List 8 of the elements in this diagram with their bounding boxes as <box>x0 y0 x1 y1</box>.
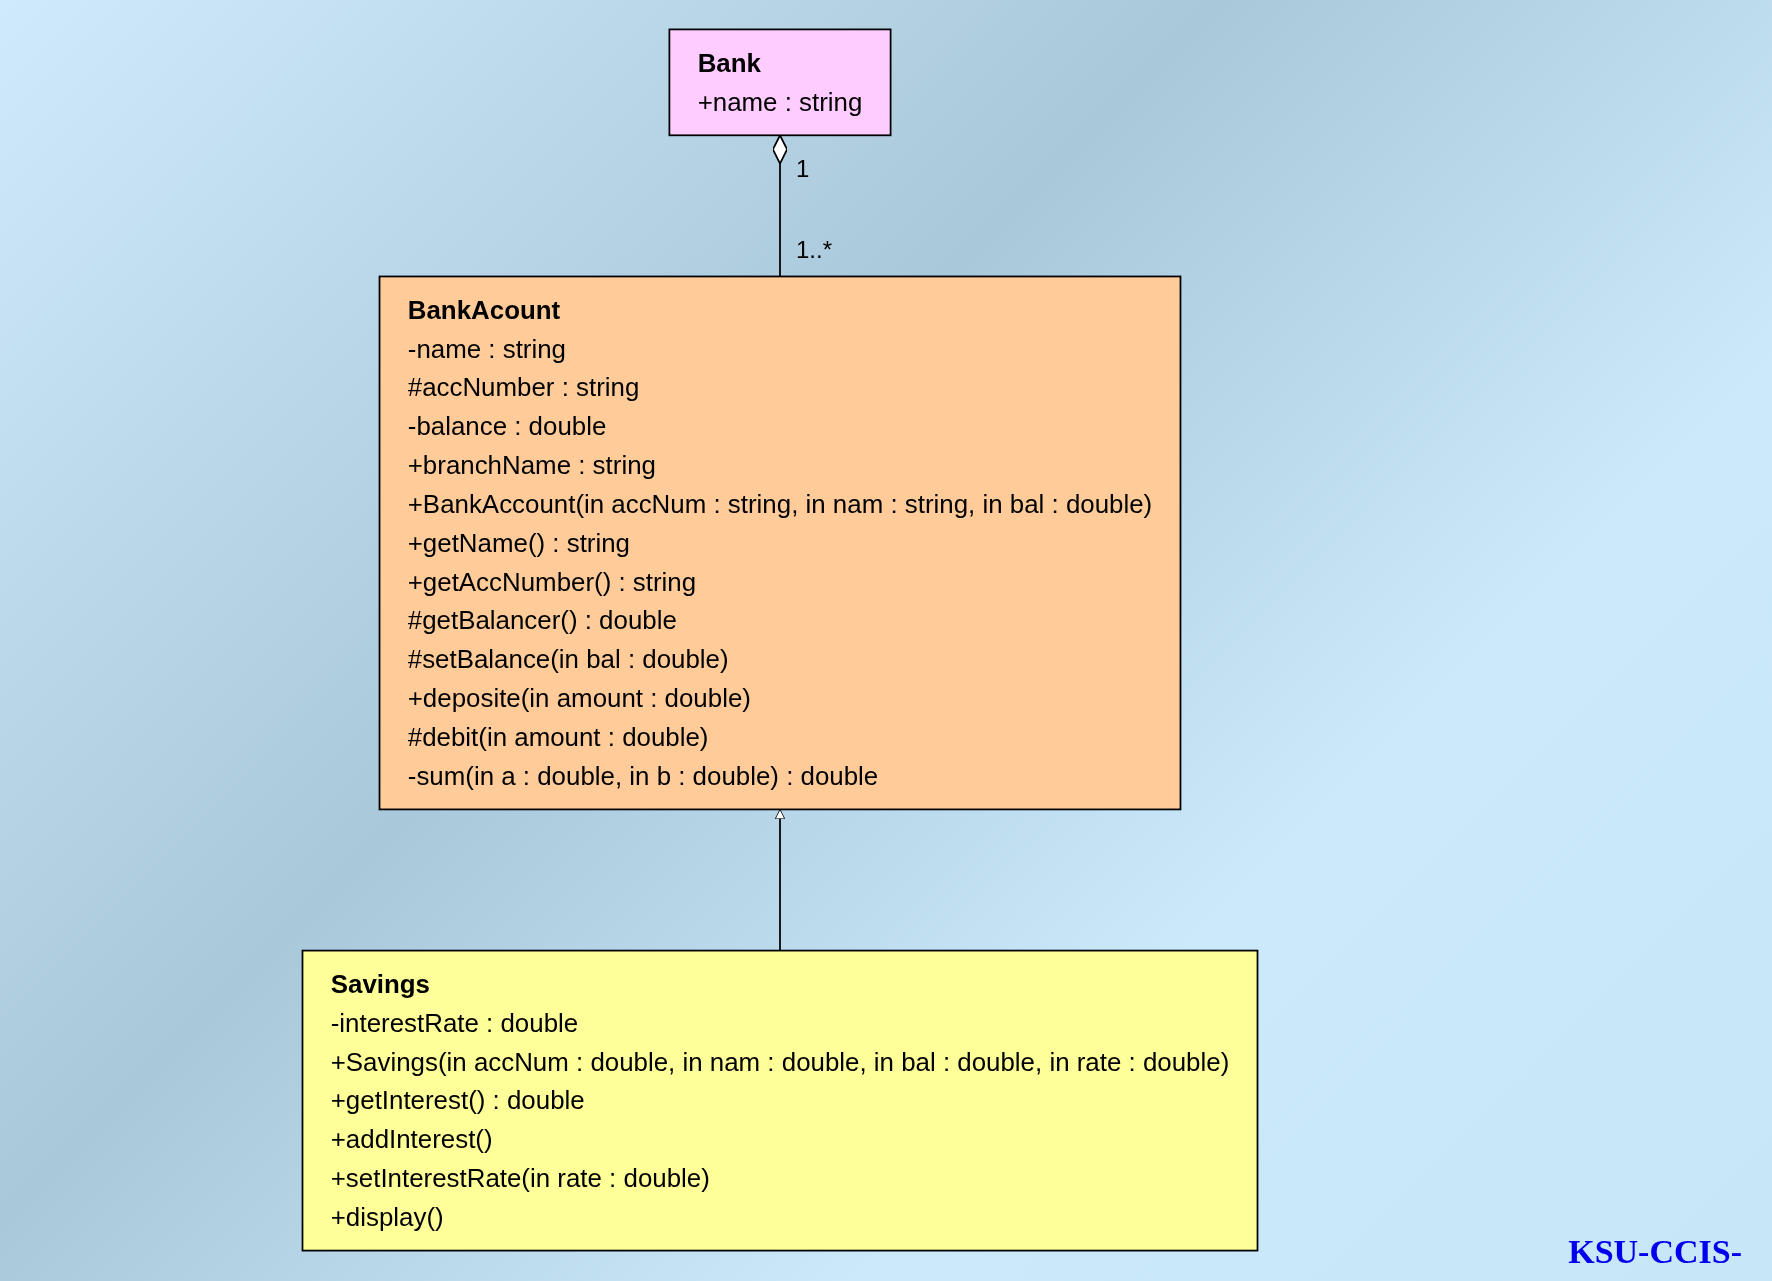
node-box: Bank +name : string <box>668 28 892 137</box>
footer-text: KSU-CCIS- <box>1568 1233 1742 1271</box>
multiplicity-label: 1 <box>796 155 810 184</box>
connector <box>772 134 788 278</box>
arrow <box>774 808 786 952</box>
multiplicity-label: 1..* <box>796 236 833 265</box>
node-box: Savings -interestRate : double +Savings(in accNum : double, in nam : double, in bal : double, in rate : double) +getInterest() : double +addInterest() +setInterestRate(in rate : double) +display() <box>301 949 1259 1252</box>
node-box: BankAcount -name : string #accNumber : string -balance : double +branchName : string +BankAccount(in accNum : string, in nam : string, in bal : double) +getName() : string +getAccNumber() : string #getBalancer() : double #setBalance(in bal : double) +deposite(in amount : double) #debit(in amount : double) -sum(in a : double, in b : double) : double <box>378 275 1182 811</box>
